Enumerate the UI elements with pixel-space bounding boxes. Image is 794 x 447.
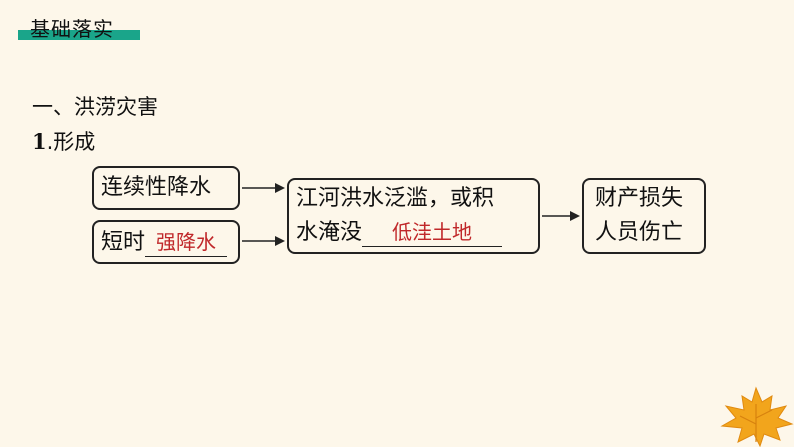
subheading: 1.形成 <box>32 126 95 156</box>
result-answer: 低洼土地 <box>392 220 473 244</box>
section-tag: 基础落实 <box>18 14 140 42</box>
impact-line1: 财产损失 <box>595 186 684 211</box>
result-blank: 低洼土地 <box>362 219 503 247</box>
section-heading: 一、洪涝灾害 <box>32 95 158 119</box>
impact-line2: 人员伤亡 <box>595 220 684 245</box>
impact-box: 财产损失 人员伤亡 <box>582 178 706 254</box>
cause-box-continuous-rain: 连续性降水 <box>92 166 240 210</box>
section-tag-text: 基础落实 <box>30 17 114 41</box>
result-box: 江河洪水泛滥，或积 水淹没 低洼土地 <box>287 178 540 254</box>
result-line2-prefix: 水淹没 <box>296 220 363 245</box>
cause-box-short-rain: 短时强降水 <box>92 220 240 264</box>
maple-leaf-icon <box>720 386 794 447</box>
cause1-text: 连续性降水 <box>101 175 212 200</box>
cause2-blank: 强降水 <box>145 229 228 257</box>
section-tag-bar <box>18 30 140 40</box>
subheading-text: .形成 <box>46 130 96 154</box>
cause2-prefix: 短时 <box>101 230 146 255</box>
subheading-number: 1 <box>32 129 47 154</box>
result-line2: 水淹没 低洼土地 <box>296 216 538 250</box>
cause2-answer: 强降水 <box>156 230 217 254</box>
result-line1: 江河洪水泛滥，或积 <box>296 186 495 211</box>
